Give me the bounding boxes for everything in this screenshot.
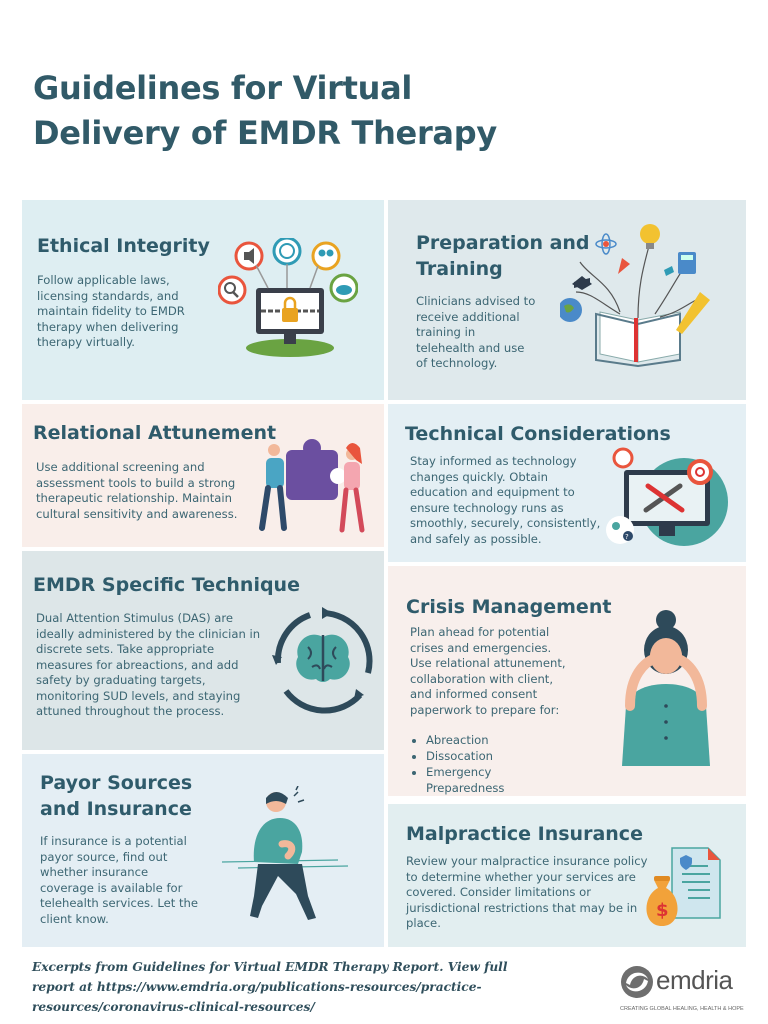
emdria-swirl-icon (621, 966, 653, 998)
emdria-logo: emdria CREATING GLOBAL HEALING, HEALTH &… (620, 963, 745, 1018)
payor-body: If insurance is a potential payor source… (40, 834, 199, 926)
panel-technical-considerations: Technical Considerations Stay informed a… (388, 404, 746, 562)
brain-cycle-icon (272, 607, 373, 714)
svg-text:$: $ (656, 900, 669, 921)
puzzle-people-icon (259, 439, 365, 533)
emdr-heading: EMDR Specific Technique (33, 574, 300, 596)
panel-preparation-training: Preparation and Training Clinicians advi… (388, 200, 746, 400)
crisis-bullet-list: Abreaction Dissocation Emergency Prepare… (410, 732, 568, 796)
malpractice-body: Review your malpractice insurance policy… (406, 854, 648, 930)
preparation-heading: Preparation and Training (416, 232, 590, 280)
panel-malpractice-insurance: Malpractice Insurance Review your malpra… (388, 804, 746, 947)
technical-heading: Technical Considerations (405, 423, 671, 445)
book-ideas-icon (560, 224, 710, 367)
crisis-bullet-emergency: Emergency Preparedness (426, 764, 568, 796)
relational-heading: Relational Attunement (33, 422, 277, 444)
payor-heading: Payor Sources and Insurance (40, 772, 193, 820)
page-title: Guidelines for Virtual Delivery of EMDR … (33, 69, 497, 152)
panel-payor-sources: Payor Sources and Insurance If insurance… (22, 754, 384, 947)
ethics-network-icon (218, 238, 358, 357)
panel-ethical-integrity: Ethical Integrity Follow applicable laws… (22, 200, 384, 400)
money-bag-document-icon: $ (646, 847, 721, 926)
thinking-man-icon (221, 786, 349, 920)
ethical-heading: Ethical Integrity (37, 235, 210, 257)
crisis-body: Plan ahead for potential crises and emer… (410, 625, 568, 796)
relational-body: Use additional screening and assessment … (36, 460, 238, 521)
panel-crisis-management: Crisis Management Plan ahead for potenti… (388, 566, 746, 796)
technical-body: Stay informed as technology changes quic… (410, 454, 601, 546)
logo-wordmark: emdria (656, 965, 733, 995)
crisis-bullet-abreaction: Abreaction (426, 732, 568, 748)
emdr-body: Dual Attention Stimulus (DAS) are ideall… (36, 611, 261, 718)
svg-text:?: ? (625, 533, 629, 541)
distressed-woman-icon (622, 610, 710, 766)
preparation-body: Clinicians advised to receive additional… (416, 294, 536, 370)
ethical-body: Follow applicable laws, licensing standa… (37, 273, 185, 349)
panel-emdr-technique: EMDR Specific Technique Dual Attention S… (22, 551, 384, 750)
footer-citation[interactable]: Excerpts from Guidelines for Virtual EMD… (32, 960, 508, 1014)
computer-tools-icon: ? (606, 447, 728, 546)
crisis-bullet-dissocation: Dissocation (426, 748, 568, 764)
crisis-body-text: Plan ahead for potential crises and emer… (410, 625, 566, 717)
panel-relational-attunement: Relational Attunement Use additional scr… (22, 404, 384, 547)
crisis-heading: Crisis Management (406, 596, 612, 618)
logo-tagline: CREATING GLOBAL HEALING, HEALTH & HOPE (620, 1006, 744, 1012)
malpractice-heading: Malpractice Insurance (406, 823, 643, 845)
